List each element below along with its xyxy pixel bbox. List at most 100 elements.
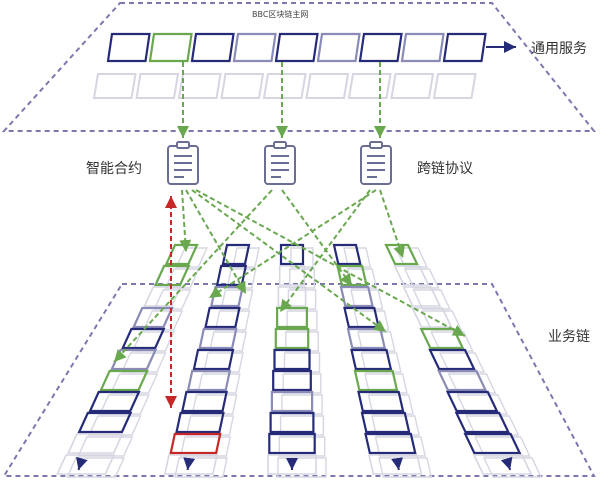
business-block — [269, 411, 315, 434]
business-block — [77, 411, 133, 434]
business-block — [267, 454, 317, 475]
business-block-shadow — [197, 373, 241, 394]
business-block-shadow — [474, 436, 531, 457]
business-block-shadow — [357, 331, 396, 352]
business-block-shadow — [226, 268, 257, 289]
business-block — [67, 433, 124, 454]
business-block-shadow — [175, 247, 209, 268]
business-block-shadow — [374, 436, 427, 457]
business-block-shadow — [278, 436, 326, 457]
link-line — [279, 189, 371, 313]
doc-clip — [176, 141, 190, 149]
business-block — [367, 454, 423, 475]
doc-body — [360, 145, 392, 185]
business-chain-label: 业务链 — [548, 329, 590, 345]
business-block — [192, 348, 235, 371]
business-block-shadow — [279, 415, 325, 436]
mainnet-block — [106, 32, 151, 63]
mainnet-title: BBC区块链主网 — [252, 10, 309, 19]
business-block — [175, 411, 225, 434]
business-block-shadow — [371, 415, 420, 436]
business-chain — [332, 243, 433, 478]
business-block — [204, 306, 241, 329]
mainnet-block-shadow — [432, 73, 477, 99]
business-block — [393, 265, 430, 286]
business-block — [350, 348, 393, 371]
cross-links — [113, 62, 466, 408]
mainnet-block — [400, 32, 445, 63]
business-block — [472, 454, 533, 475]
business-chain — [384, 243, 543, 478]
business-block-shadow — [378, 457, 433, 478]
business-block-shadow — [185, 415, 235, 436]
doc-clip — [273, 141, 287, 149]
mainnet-chain-shadow — [92, 73, 477, 99]
cross-chain-protocol-label: 跨链协议 — [417, 161, 473, 177]
business-block — [121, 327, 166, 350]
business-block-shadow — [283, 352, 321, 373]
doc-clip — [369, 141, 383, 149]
contract-documents — [167, 141, 392, 185]
business-block — [339, 285, 374, 308]
business-block — [402, 286, 442, 307]
chain-arrow — [183, 457, 196, 471]
business-block — [180, 390, 228, 413]
mainnet-chain — [106, 32, 516, 63]
business-block-shadow — [456, 394, 509, 415]
business-block — [277, 286, 307, 307]
link-line — [113, 189, 273, 363]
chain-arrow — [76, 456, 88, 471]
chain-arrow — [500, 456, 513, 471]
business-block-shadow — [66, 457, 126, 478]
chain-arrow — [391, 457, 403, 471]
business-block — [88, 390, 141, 413]
mainnet-block-shadow — [92, 73, 137, 99]
mainnet-block-shadow — [305, 73, 350, 99]
business-block — [357, 390, 405, 413]
business-chain-plane — [2, 283, 596, 477]
business-block — [274, 327, 310, 350]
protocol-document-icon — [360, 141, 392, 185]
business-block — [360, 411, 411, 434]
doc-body — [264, 145, 296, 185]
business-block — [437, 369, 488, 392]
business-block-shadow — [343, 247, 372, 268]
business-block-shadow — [438, 352, 486, 373]
mainnet-block — [190, 32, 235, 63]
business-block-shadow — [360, 352, 402, 373]
business-block-shadow — [232, 247, 260, 268]
business-block-shadow — [98, 394, 150, 415]
mainnet-block — [358, 32, 403, 63]
business-block — [268, 432, 316, 455]
business-block — [276, 306, 308, 329]
contract-document-icon — [167, 141, 199, 185]
business-block — [364, 432, 417, 455]
business-block-shadow — [364, 373, 408, 394]
business-block — [169, 432, 222, 455]
business-block-shadow — [77, 436, 134, 457]
mainnet-block — [148, 32, 193, 63]
business-block-shadow — [282, 373, 322, 394]
mainnet-block-shadow — [177, 73, 222, 99]
mainnet-block — [232, 32, 277, 63]
mainnet-block-shadow — [262, 73, 307, 99]
business-block — [454, 411, 511, 434]
smart-contract-label: 智能合约 — [86, 161, 142, 177]
link-line — [379, 189, 405, 259]
business-block-shadow — [289, 268, 315, 289]
contract-document-icon — [264, 141, 296, 185]
mainnet-block-shadow — [390, 73, 435, 99]
mainnet-block — [442, 32, 487, 63]
business-block-shadow — [290, 247, 314, 268]
business-block — [411, 307, 453, 328]
business-block — [445, 390, 499, 413]
mainnet-plane — [1, 2, 597, 132]
mainnet-block-shadow — [220, 73, 265, 99]
business-chain — [163, 243, 260, 478]
business-chain — [267, 243, 327, 478]
business-block-shadow — [191, 394, 238, 415]
doc-body — [167, 145, 199, 185]
link-line — [191, 189, 387, 333]
business-chains — [56, 243, 543, 478]
mainnet-block-shadow — [347, 73, 392, 99]
